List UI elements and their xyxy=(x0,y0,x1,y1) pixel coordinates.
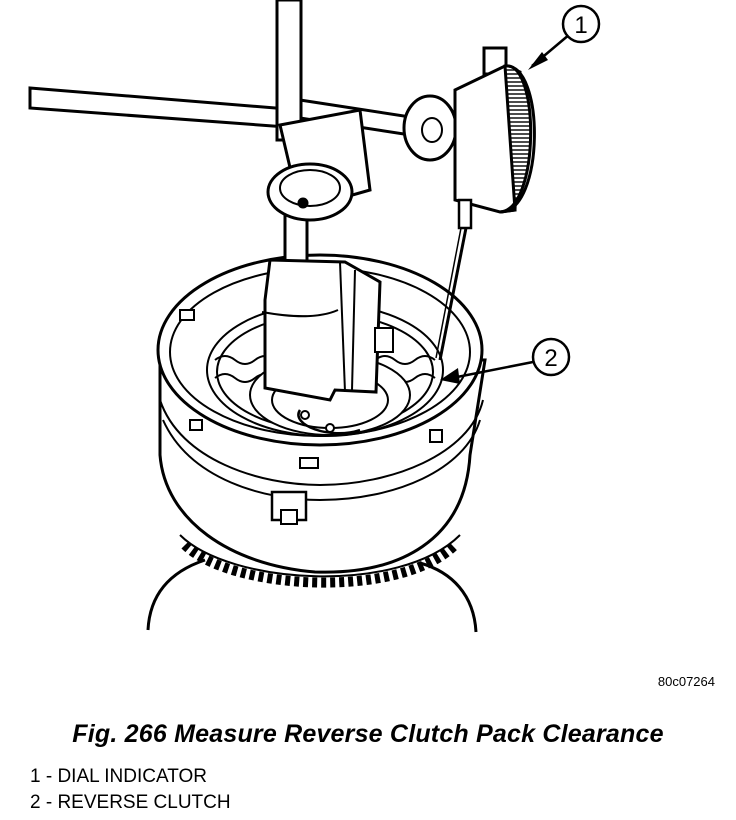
indicator-support-bar xyxy=(28,86,432,140)
legend: 1 - DIAL INDICATOR 2 - REVERSE CLUTCH xyxy=(30,764,231,816)
legend-item: 2 - REVERSE CLUTCH xyxy=(30,792,231,813)
callout-2-number: 2 xyxy=(544,345,557,372)
clutch-measurement-illustration: 1 2 xyxy=(28,0,601,633)
measuring-fixture xyxy=(261,258,394,402)
image-code: 80c07264 xyxy=(657,674,715,689)
callout-1: 1 xyxy=(528,4,601,70)
post-clamp xyxy=(266,108,372,222)
legend-item: 1 - DIAL INDICATOR xyxy=(30,766,208,787)
callout-1-number: 1 xyxy=(574,12,587,39)
dial-indicator xyxy=(435,46,536,361)
callout-2: 2 xyxy=(440,337,571,384)
drum-gear-teeth xyxy=(181,541,459,588)
figure-caption: Fig. 266 Measure Reverse Clutch Pack Cle… xyxy=(72,720,664,748)
swivel-joint xyxy=(402,94,458,162)
snap-ring xyxy=(297,409,361,435)
